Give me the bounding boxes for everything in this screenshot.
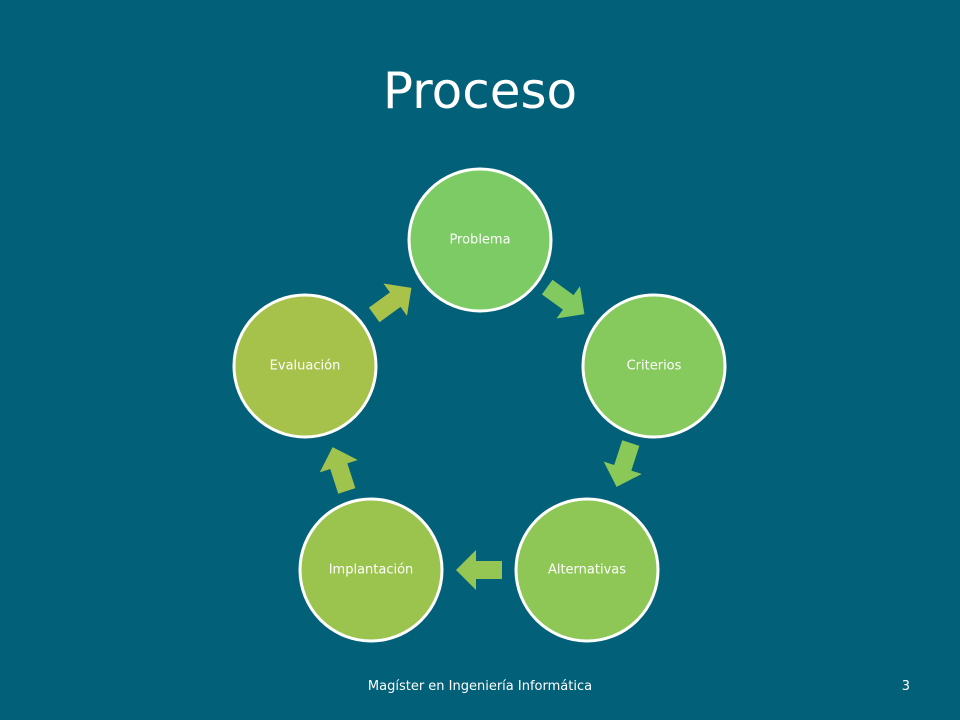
arrow-alternativas-to-implantacion	[456, 550, 502, 590]
node-label: Problema	[449, 233, 510, 248]
cycle-node-evaluacion: Evaluación	[232, 293, 378, 439]
node-circle	[298, 497, 444, 643]
arrow-shape	[541, 279, 585, 319]
node-label: Alternativas	[548, 563, 626, 578]
arrow-shape	[368, 283, 412, 323]
node-circle	[407, 167, 553, 313]
arrow-criterios-to-alternativas	[603, 440, 642, 487]
cycle-arrows	[319, 279, 642, 590]
slide-title: Proceso	[382, 62, 578, 120]
node-label: Criterios	[627, 359, 682, 374]
cycle-node-implantacion: Implantación	[298, 497, 444, 643]
node-circle	[514, 497, 660, 643]
arrow-evaluacion-to-problema	[368, 283, 412, 323]
arrow-problema-to-criterios	[541, 279, 585, 319]
node-circle	[581, 293, 727, 439]
node-circle	[232, 293, 378, 439]
arrow-shape	[603, 440, 642, 487]
arrow-shape	[456, 550, 502, 590]
cycle-node-problema: Problema	[407, 167, 553, 313]
slide-number: 3	[901, 679, 910, 694]
arrow-implantacion-to-evaluacion	[319, 447, 358, 494]
cycle-node-criterios: Criterios	[581, 293, 727, 439]
slide-footer: Magíster en Ingeniería Informática	[367, 679, 593, 694]
node-label: Implantación	[329, 563, 414, 578]
node-label: Evaluación	[270, 359, 341, 374]
arrow-shape	[319, 447, 358, 494]
cycle-node-alternativas: Alternativas	[514, 497, 660, 643]
